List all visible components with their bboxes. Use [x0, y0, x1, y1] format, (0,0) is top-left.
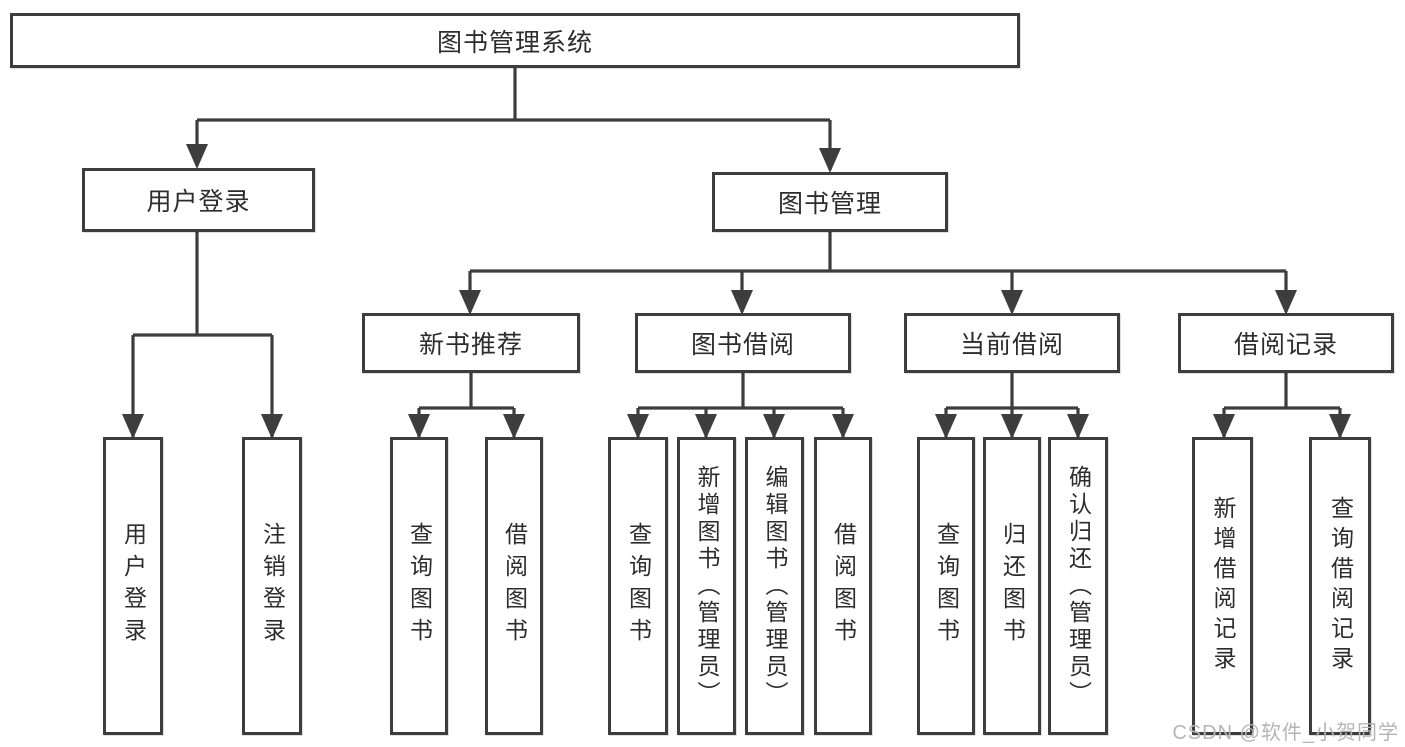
leaf-current-query-books: 查询图书	[917, 437, 975, 735]
node-book-borrow: 图书借阅	[635, 313, 851, 373]
watermark: CSDN @软件_小贺同学	[1172, 722, 1399, 744]
arrow-icon	[1001, 414, 1023, 439]
leaf-newbook-borrow-books: 借阅图书	[485, 437, 543, 735]
leaf-borrow-edit-books-admin: 编辑图书（管理员）	[745, 437, 804, 735]
arrow-icon	[627, 414, 649, 439]
arrow-icon	[763, 414, 785, 439]
leaf-borrow-query-books: 查询图书	[608, 437, 668, 735]
arrow-icon	[408, 414, 430, 439]
arrow-icon	[503, 414, 525, 439]
leaf-borrow-add-books-admin: 新增图书（管理员）	[677, 437, 736, 735]
leaf-user-login: 用户登录	[103, 437, 163, 735]
tree-edges	[131, 68, 1342, 437]
arrow-icon	[1275, 290, 1297, 315]
arrow-icon	[1213, 414, 1235, 439]
arrow-icon	[731, 290, 753, 315]
arrow-icon	[1329, 414, 1351, 439]
arrow-icon	[261, 414, 283, 439]
leaf-borrow-borrow-books: 借阅图书	[814, 437, 872, 735]
arrow-icon	[459, 290, 481, 315]
leaf-newbook-query-books: 查询图书	[390, 437, 448, 735]
leaf-logout: 注销登录	[242, 437, 302, 735]
arrow-icon	[1067, 414, 1089, 439]
arrow-icon	[832, 414, 854, 439]
node-borrow-records: 借阅记录	[1178, 313, 1394, 373]
arrow-icon	[122, 414, 144, 439]
leaf-records-query-record: 查询借阅记录	[1309, 437, 1371, 735]
node-current-borrow: 当前借阅	[904, 313, 1120, 373]
node-user-login: 用户登录	[82, 168, 315, 232]
node-book-management: 图书管理	[712, 172, 948, 232]
arrow-icon	[819, 148, 841, 173]
arrow-icon	[186, 144, 208, 169]
leaf-records-add-record: 新增借阅记录	[1192, 437, 1253, 735]
arrow-icon	[1001, 290, 1023, 315]
arrow-icon	[935, 414, 957, 439]
node-new-book-recommend: 新书推荐	[362, 313, 580, 373]
arrow-icon	[695, 414, 717, 439]
node-root: 图书管理系统	[10, 13, 1020, 68]
leaf-current-return-books: 归还图书	[983, 437, 1041, 735]
leaf-current-confirm-return-admin: 确认归还（管理员）	[1048, 437, 1108, 735]
